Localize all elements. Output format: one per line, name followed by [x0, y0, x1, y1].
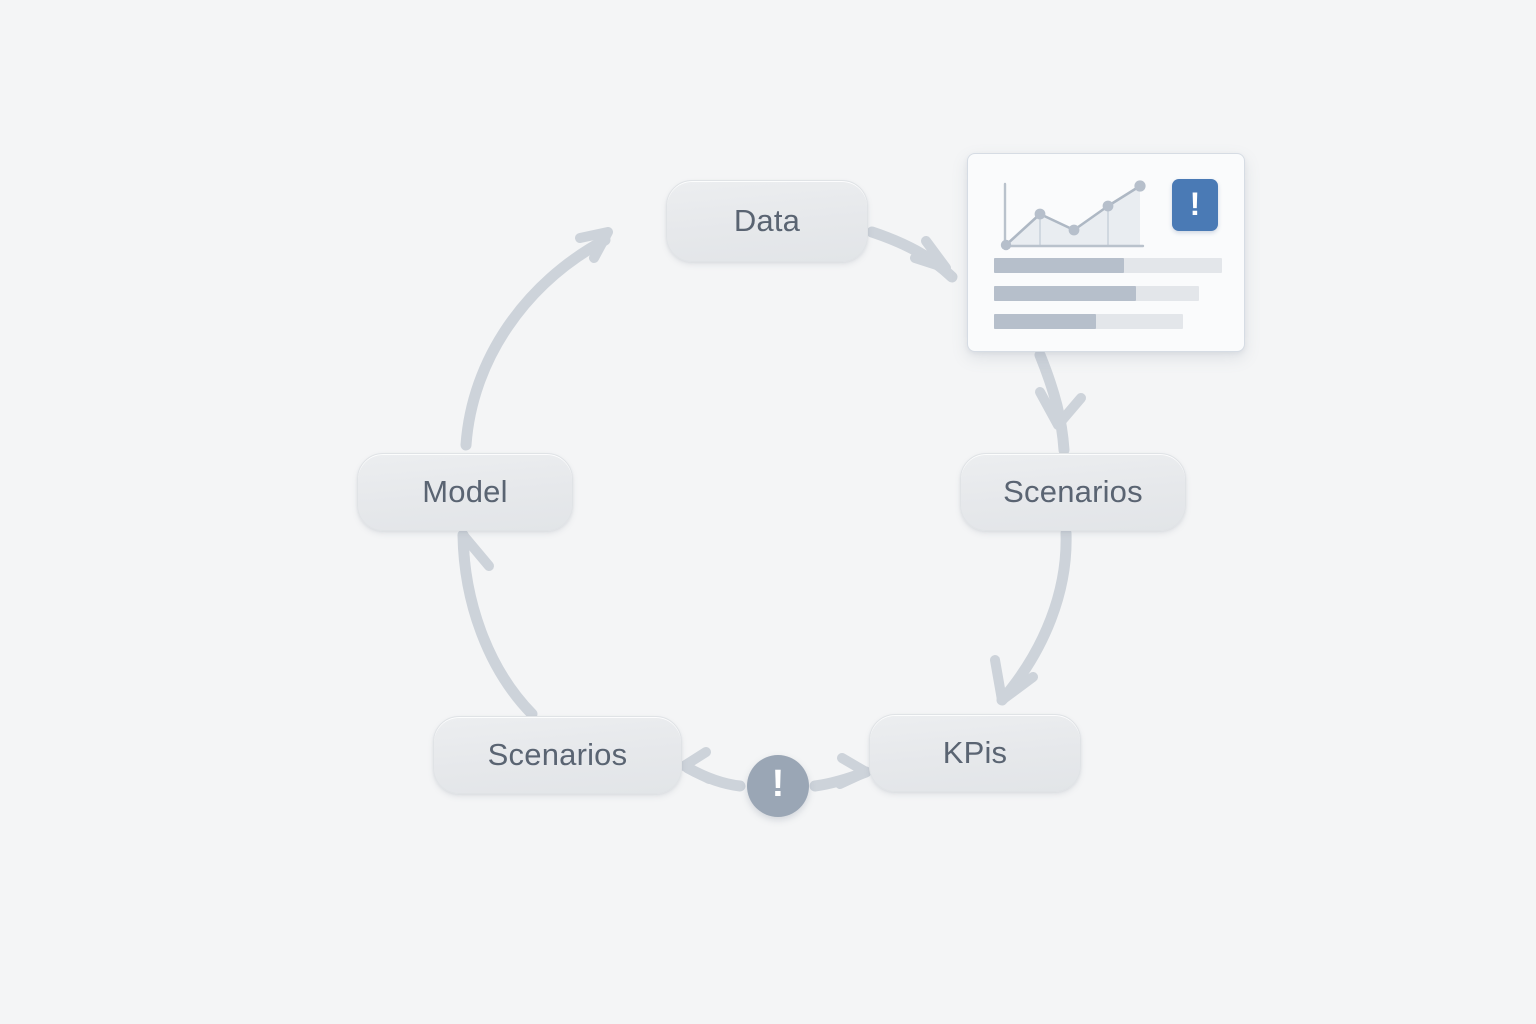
exclamation-icon: !: [1189, 186, 1201, 222]
alert-badge-square[interactable]: !: [1172, 179, 1218, 231]
node-data[interactable]: Data: [666, 180, 868, 262]
progress-bar-track: [994, 286, 1200, 301]
arrowhead-model-to-data: [575, 227, 613, 263]
progress-bar-track: [994, 258, 1222, 273]
node-kpis-label: KPis: [942, 735, 1008, 770]
progress-bar-fill: [994, 314, 1097, 329]
chart-area-fill: [1006, 186, 1140, 246]
chart-point: [1068, 224, 1080, 236]
arrowhead-data-to-card: [910, 236, 951, 273]
chart-point: [1102, 200, 1114, 212]
chart-point: [1000, 239, 1012, 251]
arrowhead-scenarios-to-model: [458, 530, 494, 580]
progress-bar-track: [994, 314, 1184, 329]
arrowhead-card-to-scenarios: [1035, 387, 1086, 430]
edge-scenarios-to-model: [457, 529, 538, 720]
chart-point: [1134, 180, 1146, 192]
progress-bar-fill: [994, 258, 1124, 273]
progress-bar-list: [994, 258, 1222, 342]
arrowhead-alert-to-scenarios: [679, 747, 714, 784]
progress-bar-fill: [994, 286, 1136, 301]
edge-card-to-scenarios: [1034, 349, 1070, 456]
node-model[interactable]: Model: [357, 453, 573, 531]
dashboard-card[interactable]: !: [967, 153, 1245, 352]
arrowhead-scenarios-to-kpis: [990, 655, 1038, 705]
node-scenarios-left-label: Scenarios: [487, 737, 628, 772]
node-data-label: Data: [733, 203, 801, 238]
node-scenarios-left[interactable]: Scenarios: [433, 716, 682, 794]
edge-scenarios-to-kpis: [996, 527, 1072, 706]
node-model-label: Model: [422, 474, 508, 509]
exclamation-icon: !: [771, 763, 785, 805]
node-scenarios-right[interactable]: Scenarios: [960, 453, 1186, 531]
chart-point: [1034, 208, 1046, 220]
node-kpis[interactable]: KPis: [869, 714, 1081, 792]
card-top-row: !: [994, 176, 1222, 252]
edge-model-to-data: [460, 234, 611, 451]
node-scenarios-right-label: Scenarios: [1003, 474, 1143, 509]
arrowhead-alert-to-kpis: [835, 753, 871, 789]
line-chart: [1000, 180, 1146, 251]
alert-badge-circle[interactable]: !: [747, 755, 809, 817]
